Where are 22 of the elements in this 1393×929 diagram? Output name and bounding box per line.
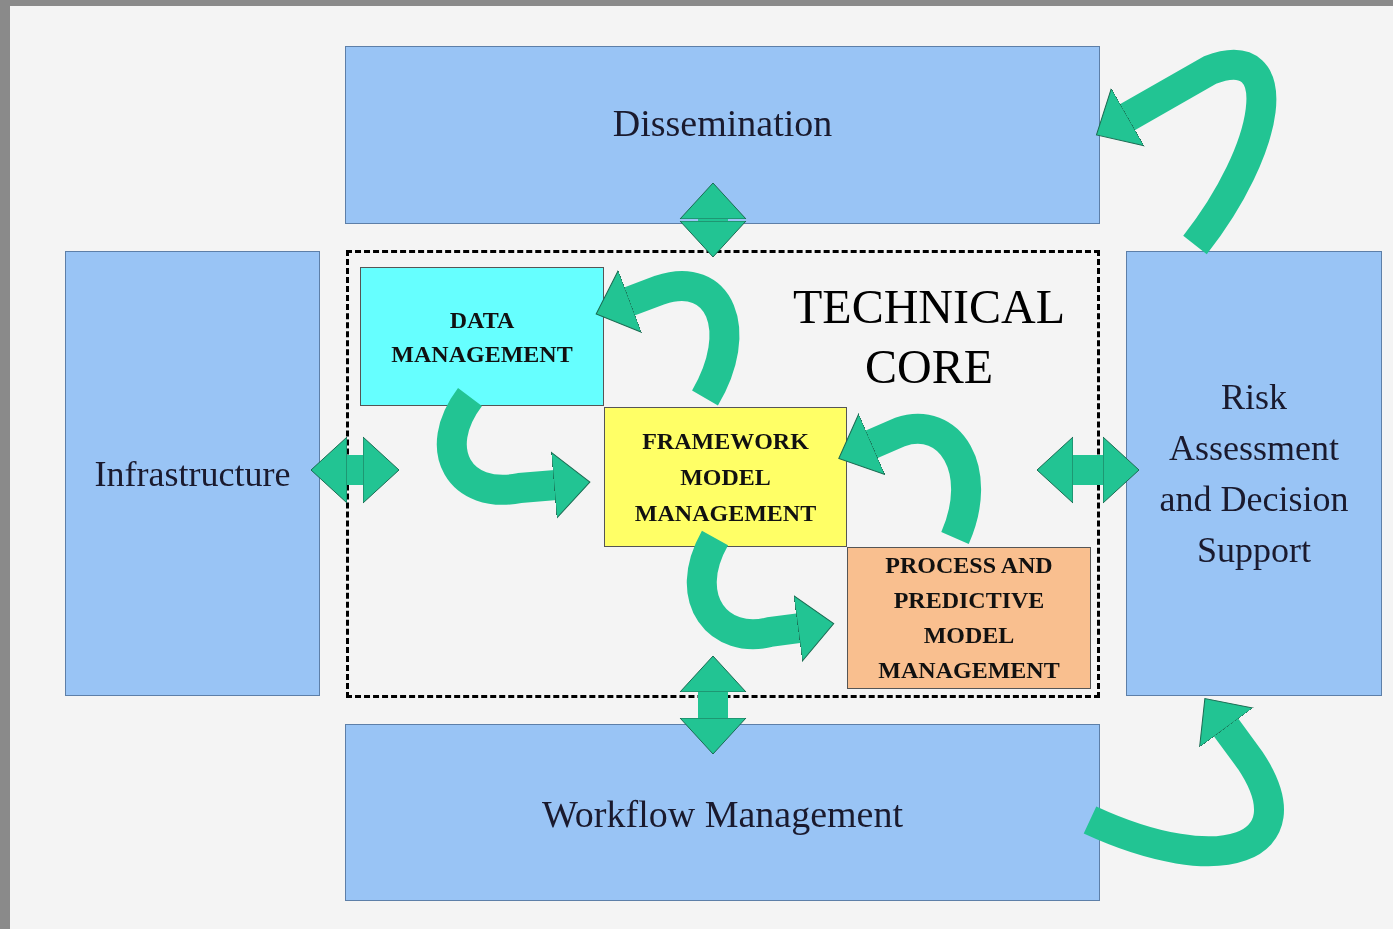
curved-arrow (1096, 50, 1277, 254)
dashed-group-box (346, 250, 1100, 698)
process-box (360, 267, 604, 406)
process-box (1126, 251, 1382, 696)
node-label: Infrastructure (94, 452, 291, 496)
node-label: Risk Assessment and Decision Support (1158, 375, 1350, 572)
node-label: FRAMEWORK MODEL MANAGEMENT (633, 427, 818, 528)
double-arrow (679, 182, 747, 258)
node-label: Workflow Management (542, 792, 903, 837)
double-arrow (1036, 436, 1140, 504)
double-arrow (310, 436, 400, 504)
double-arrow (679, 655, 747, 755)
process-box (604, 407, 847, 547)
node-label: DATA MANAGEMENT (390, 305, 574, 369)
node-label: PROCESS AND PREDICTIVE MODEL MANAGEMENT (877, 551, 1061, 685)
node-label: Dissemination (612, 100, 833, 146)
node-label: TECHNICAL CORE (792, 279, 1066, 395)
process-box (345, 46, 1100, 224)
curved-arrow (1084, 698, 1284, 867)
process-box (345, 724, 1100, 901)
process-box (847, 547, 1091, 689)
process-box (65, 251, 320, 696)
